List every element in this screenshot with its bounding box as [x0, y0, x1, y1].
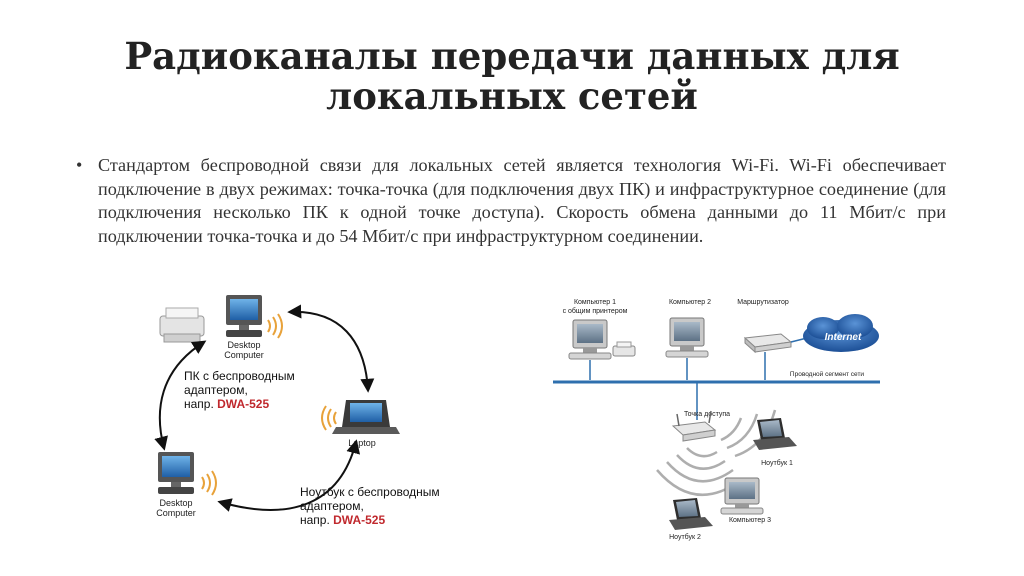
desktop-computer-icon	[226, 295, 262, 337]
pc-caption-line-2: адаптером,	[184, 383, 248, 397]
nb-caption-line-2: адаптером,	[300, 499, 364, 513]
pc1-label-1: Компьютер 1	[574, 299, 616, 306]
pc-caption-line-1: ПК с беспроводным	[184, 369, 295, 383]
bullet-marker: •	[76, 155, 83, 175]
nb-adapter-model: DWA-525	[333, 513, 385, 527]
pc-caption-line-3: напр. DWA-525	[184, 397, 269, 411]
internet-label: Internet	[825, 332, 862, 343]
laptop-icon	[753, 418, 797, 450]
slide-title: Радиоканалы передачи данных для локальны…	[124, 34, 900, 118]
pc1-label-2: с общим принтером	[563, 307, 628, 315]
pc2-label: Компьютер 2	[669, 299, 711, 306]
computer-icon	[720, 477, 764, 515]
link-arrow	[287, 304, 375, 393]
bullet-item: • Стандартом беспроводной связи для лока…	[76, 154, 946, 248]
desktop-top-label-1: Desktop	[227, 340, 260, 350]
desktop-bottom-label-2: Computer	[156, 508, 196, 518]
wired-segment-label: Проводной сегмент сети	[790, 370, 865, 378]
internet-cloud-icon	[803, 314, 879, 352]
signal-waves-icon	[267, 313, 283, 339]
notebook1-label: Ноутбук 1	[761, 459, 793, 467]
bullet-text: Стандартом беспроводной связи для локаль…	[98, 155, 946, 246]
link-arrow	[154, 340, 207, 451]
printer-icon	[612, 341, 636, 357]
computer-icon	[665, 317, 709, 358]
printer-icon	[159, 307, 205, 343]
computer-icon	[568, 319, 612, 360]
access-point-icon	[671, 410, 717, 442]
desktop-top-label-2: Computer	[224, 350, 264, 360]
access-point-label: Точка доступа	[684, 411, 730, 418]
laptop-icon	[669, 498, 713, 530]
computer3-label: Компьютер 3	[729, 517, 771, 524]
router-label: Маршрутизатор	[737, 299, 789, 306]
desktop-bottom-label-1: Desktop	[159, 498, 192, 508]
infrastructure-diagram: Компьютер 1 с общим принтером Компьютер …	[545, 290, 885, 542]
adhoc-diagram: Desktop Computer ПК с беспроводным адапт…	[140, 290, 475, 532]
link-arrow	[217, 439, 361, 512]
laptop-label: Laptop	[348, 438, 376, 448]
router-icon	[743, 333, 793, 354]
signal-waves-icon	[201, 470, 217, 496]
nb-caption-line-3: напр. DWA-525	[300, 513, 385, 527]
laptop-icon	[332, 400, 400, 434]
notebook2-label: Ноутбук 2	[669, 533, 701, 541]
pc-adapter-model: DWA-525	[217, 397, 269, 411]
desktop-computer-icon	[158, 452, 194, 494]
signal-waves-icon	[321, 405, 337, 431]
